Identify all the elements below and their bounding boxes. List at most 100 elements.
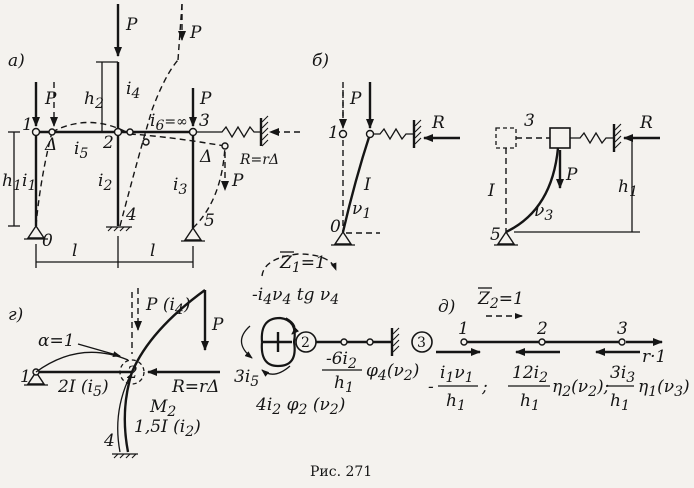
column-g-label: 1,5I (i2) bbox=[134, 417, 201, 440]
load-label-3: P bbox=[189, 23, 202, 43]
deformed-left-column bbox=[35, 131, 53, 227]
dim-h1-label: h1 bbox=[2, 171, 22, 194]
alpha-label: α=1 bbox=[38, 331, 75, 351]
panel-d-tag: д) bbox=[438, 297, 455, 317]
label-i4: i4 bbox=[126, 79, 140, 102]
support-b0 bbox=[333, 230, 353, 245]
term1-den: h1 bbox=[446, 391, 466, 414]
node-2 bbox=[113, 127, 123, 137]
term2-den: h1 bbox=[520, 391, 540, 414]
node-b1-displaced bbox=[365, 129, 375, 139]
node-label-2: 2 bbox=[102, 133, 114, 153]
mass-original bbox=[495, 127, 517, 149]
member-b: I bbox=[363, 175, 371, 195]
bottom-moment-expr: 4i2 φ2 (ν2) bbox=[255, 395, 345, 418]
spring-b bbox=[373, 127, 414, 141]
link-node-a bbox=[340, 338, 348, 346]
dim-h2-label: h2 bbox=[84, 89, 104, 112]
node-g2-circle bbox=[119, 359, 145, 385]
support-0 bbox=[24, 224, 48, 240]
node-b1 bbox=[338, 129, 348, 139]
spring-a bbox=[196, 125, 260, 139]
wall-b2-hatch bbox=[614, 123, 622, 149]
node-3-displaced bbox=[221, 142, 229, 150]
label-i6: i6=∞ bbox=[150, 111, 188, 134]
dim-b-h1-label: h1 bbox=[618, 177, 638, 200]
node-circle-2-label: 2 bbox=[301, 335, 310, 351]
node-b-label-0: 0 bbox=[330, 217, 341, 237]
node-b-label-1: 1 bbox=[328, 123, 339, 143]
r-label: r·1 bbox=[642, 347, 666, 367]
upper-column-g bbox=[130, 289, 206, 373]
support-5 bbox=[181, 226, 205, 242]
label-i2: i2 bbox=[98, 171, 112, 194]
column-3-deflected bbox=[505, 147, 560, 234]
bottom-moment-arrow bbox=[261, 365, 291, 377]
member-b2: I bbox=[487, 181, 495, 201]
deformed-left-beam bbox=[51, 121, 131, 135]
node-block bbox=[260, 316, 296, 368]
load-g-i4: P (i4) bbox=[145, 295, 190, 318]
load-label-2: P bbox=[125, 15, 138, 35]
column-g bbox=[123, 371, 134, 453]
left-moment-arrow bbox=[240, 325, 253, 359]
panel-node: Z1=1 -i4ν4 tg ν4 3i5 4i2 φ2 (ν2) 2 3 -6i… bbox=[234, 251, 433, 418]
load-label-5: P bbox=[231, 171, 244, 191]
node-label-0: 0 bbox=[42, 231, 53, 251]
beam-g-label: 2I (i5) bbox=[57, 377, 109, 400]
deformed-right-column bbox=[192, 145, 226, 229]
node-d2 bbox=[538, 338, 546, 346]
left-moment-expr: 3i5 bbox=[234, 367, 259, 390]
node-label-3: 3 bbox=[199, 111, 210, 131]
label-i1: i1 bbox=[22, 171, 36, 194]
panel-b: б) P R 1 0 I ν1 bbox=[312, 51, 660, 246]
top-moment-expr: -i4ν4 tg ν4 bbox=[252, 285, 339, 308]
column-deflected bbox=[341, 133, 372, 233]
node-label-5: 5 bbox=[204, 211, 215, 231]
panel-b-tag: б) bbox=[312, 51, 329, 71]
term3-fn: η1(ν3) bbox=[638, 377, 690, 400]
link-node-b bbox=[366, 338, 374, 346]
node-b-label-3: 3 bbox=[524, 111, 535, 131]
spring-b2 bbox=[570, 131, 614, 145]
wall-a-hatch bbox=[261, 115, 269, 147]
nu1-label: ν1 bbox=[352, 199, 371, 222]
node-d-label-3: 3 bbox=[617, 319, 628, 339]
panel-g-tag: г) bbox=[8, 305, 23, 325]
load-label-1: P bbox=[44, 89, 57, 109]
z2-label: Z2=1 bbox=[477, 289, 524, 312]
term2-fn: η2(ν2); bbox=[552, 377, 609, 400]
term3-num: 3i3 bbox=[610, 363, 635, 386]
delta-1: Δ bbox=[44, 135, 57, 155]
mass-displaced bbox=[549, 127, 571, 149]
node-d-label-1: 1 bbox=[458, 319, 469, 339]
node-circle-3 bbox=[411, 331, 433, 353]
term2-num: 12i2 bbox=[512, 363, 548, 386]
deformed-right-beam bbox=[129, 133, 226, 147]
deformed-middle-column bbox=[119, 59, 179, 227]
node-1 bbox=[31, 127, 41, 137]
z1-label: Z1=1 bbox=[279, 253, 326, 276]
node-6-displaced bbox=[142, 138, 150, 146]
term1-num: i1ν1 bbox=[440, 363, 474, 386]
label-i3: i3 bbox=[173, 175, 187, 198]
node-2-displaced bbox=[126, 128, 134, 136]
delta-3: Δ bbox=[199, 147, 212, 167]
node-label-4: 4 bbox=[125, 205, 137, 225]
term1-sign: - bbox=[428, 377, 434, 397]
node-d1 bbox=[460, 338, 468, 346]
right-expr-phi: φ4(ν2) bbox=[366, 361, 419, 384]
wall-node-hatch bbox=[392, 327, 400, 353]
beam-g-rotated bbox=[35, 351, 129, 373]
node-d-label-2: 2 bbox=[536, 319, 548, 339]
top-moment-arrow bbox=[285, 317, 300, 335]
support-4 bbox=[106, 226, 132, 232]
node-g-label-4: 4 bbox=[103, 431, 115, 451]
z1-rotation-arrow bbox=[261, 253, 337, 277]
label-i5: i5 bbox=[74, 139, 88, 162]
node-circle-3-label: 3 bbox=[417, 335, 426, 351]
node-3 bbox=[188, 127, 198, 137]
reaction-label-a: R=rΔ bbox=[239, 152, 279, 168]
panel-a-tag: а) bbox=[8, 51, 25, 71]
reaction-label-b2: R bbox=[639, 113, 653, 133]
